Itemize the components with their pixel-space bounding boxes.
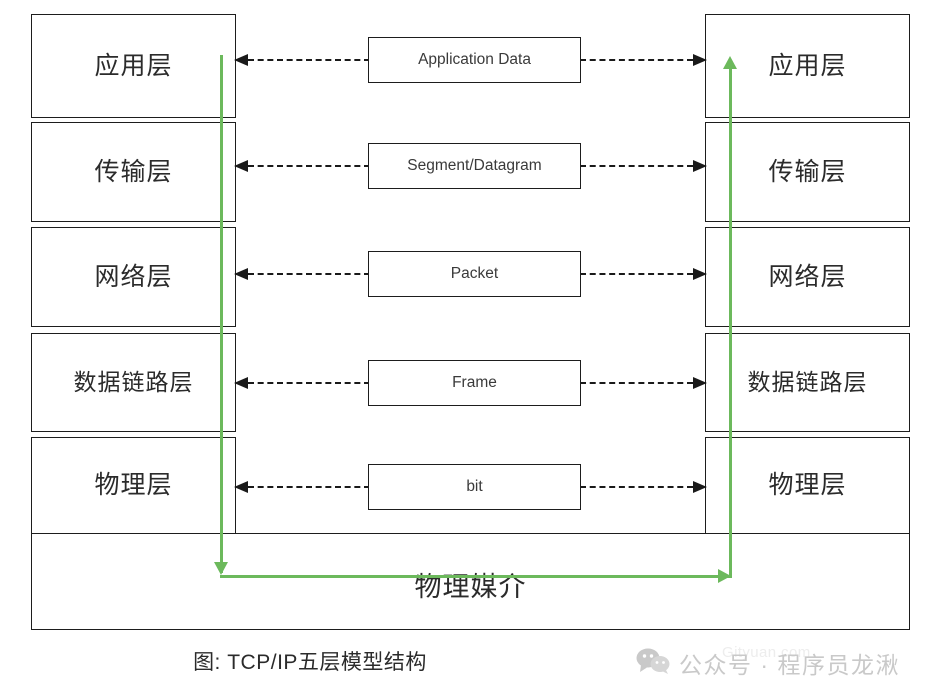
- dashed-line: [580, 486, 693, 488]
- dashed-line: [248, 486, 370, 488]
- pdu-box-frame[interactable]: Frame: [368, 360, 581, 406]
- green-flow-up-segment: [729, 66, 732, 576]
- receiver-layer-transport[interactable]: 传输层: [705, 122, 910, 222]
- connector-network-right: [580, 265, 707, 283]
- layer-label: 物理层: [768, 471, 847, 499]
- layer-label: 物理层: [94, 471, 173, 499]
- arrowhead-left-icon: [234, 268, 248, 280]
- dashed-line: [248, 273, 370, 275]
- sender-layer-physical[interactable]: 物理层: [31, 437, 236, 534]
- watermark-text: 公众号 · 程序员龙湫: [679, 652, 900, 678]
- dashed-line: [248, 165, 370, 167]
- layer-label: 网络层: [94, 262, 173, 291]
- dashed-line: [248, 382, 370, 384]
- layer-label: 数据链路层: [73, 369, 194, 395]
- connector-datalink-right: [580, 374, 707, 392]
- green-arrowhead-down-icon: [214, 562, 228, 575]
- connector-physical-left: [234, 478, 370, 496]
- connector-datalink-left: [234, 374, 370, 392]
- arrowhead-right-icon: [693, 377, 707, 389]
- green-flow-horizontal-segment: [220, 575, 732, 578]
- arrowhead-right-icon: [693, 268, 707, 280]
- connector-application-right: [580, 51, 707, 69]
- dashed-line: [580, 382, 693, 384]
- layer-label: 传输层: [94, 157, 173, 186]
- dashed-line: [580, 59, 693, 61]
- layer-label: 传输层: [768, 157, 847, 186]
- arrowhead-right-icon: [693, 160, 707, 172]
- receiver-layer-network[interactable]: 网络层: [705, 227, 910, 327]
- figure-caption: 图: TCP/IP五层模型结构: [193, 651, 427, 674]
- connector-transport-left: [234, 157, 370, 175]
- layer-label: 数据链路层: [747, 369, 868, 395]
- receiver-layer-datalink[interactable]: 数据链路层: [705, 333, 910, 432]
- green-flow-down-segment: [220, 55, 223, 573]
- pdu-label: Packet: [450, 265, 499, 282]
- sender-layer-transport[interactable]: 传输层: [31, 122, 236, 222]
- pdu-label: Segment/Datagram: [407, 157, 542, 174]
- green-arrowhead-right-icon: [718, 569, 731, 583]
- wechat-icon: [636, 648, 670, 679]
- arrowhead-left-icon: [234, 54, 248, 66]
- sender-layer-datalink[interactable]: 数据链路层: [31, 333, 236, 432]
- physical-medium-bar[interactable]: 物理媒介: [31, 533, 910, 630]
- connector-application-left: [234, 51, 370, 69]
- green-arrowhead-up-icon: [723, 56, 737, 69]
- sender-layer-network[interactable]: 网络层: [31, 227, 236, 327]
- connector-transport-right: [580, 157, 707, 175]
- arrowhead-right-icon: [693, 481, 707, 493]
- physical-medium-label: 物理媒介: [414, 572, 527, 602]
- pdu-box-bit[interactable]: bit: [368, 464, 581, 510]
- arrowhead-left-icon: [234, 377, 248, 389]
- arrowhead-left-icon: [234, 160, 248, 172]
- arrowhead-right-icon: [693, 54, 707, 66]
- pdu-box-segment-datagram[interactable]: Segment/Datagram: [368, 143, 581, 189]
- pdu-box-application-data[interactable]: Application Data: [368, 37, 581, 83]
- receiver-layer-physical[interactable]: 物理层: [705, 437, 910, 534]
- sender-layer-application[interactable]: 应用层: [31, 14, 236, 118]
- pdu-label: bit: [466, 478, 483, 495]
- pdu-label: Application Data: [418, 51, 531, 68]
- watermark-url: Gityuan.com: [722, 644, 811, 661]
- layer-label: 网络层: [768, 262, 847, 291]
- connector-network-left: [234, 265, 370, 283]
- dashed-line: [580, 165, 693, 167]
- receiver-layer-application[interactable]: 应用层: [705, 14, 910, 118]
- arrowhead-left-icon: [234, 481, 248, 493]
- dashed-line: [580, 273, 693, 275]
- pdu-box-packet[interactable]: Packet: [368, 251, 581, 297]
- layer-label: 应用层: [768, 51, 847, 80]
- connector-physical-right: [580, 478, 707, 496]
- layer-label: 应用层: [94, 51, 173, 80]
- watermark: 公众号 · 程序员龙湫: [636, 646, 900, 680]
- pdu-label: Frame: [452, 374, 497, 391]
- dashed-line: [248, 59, 370, 61]
